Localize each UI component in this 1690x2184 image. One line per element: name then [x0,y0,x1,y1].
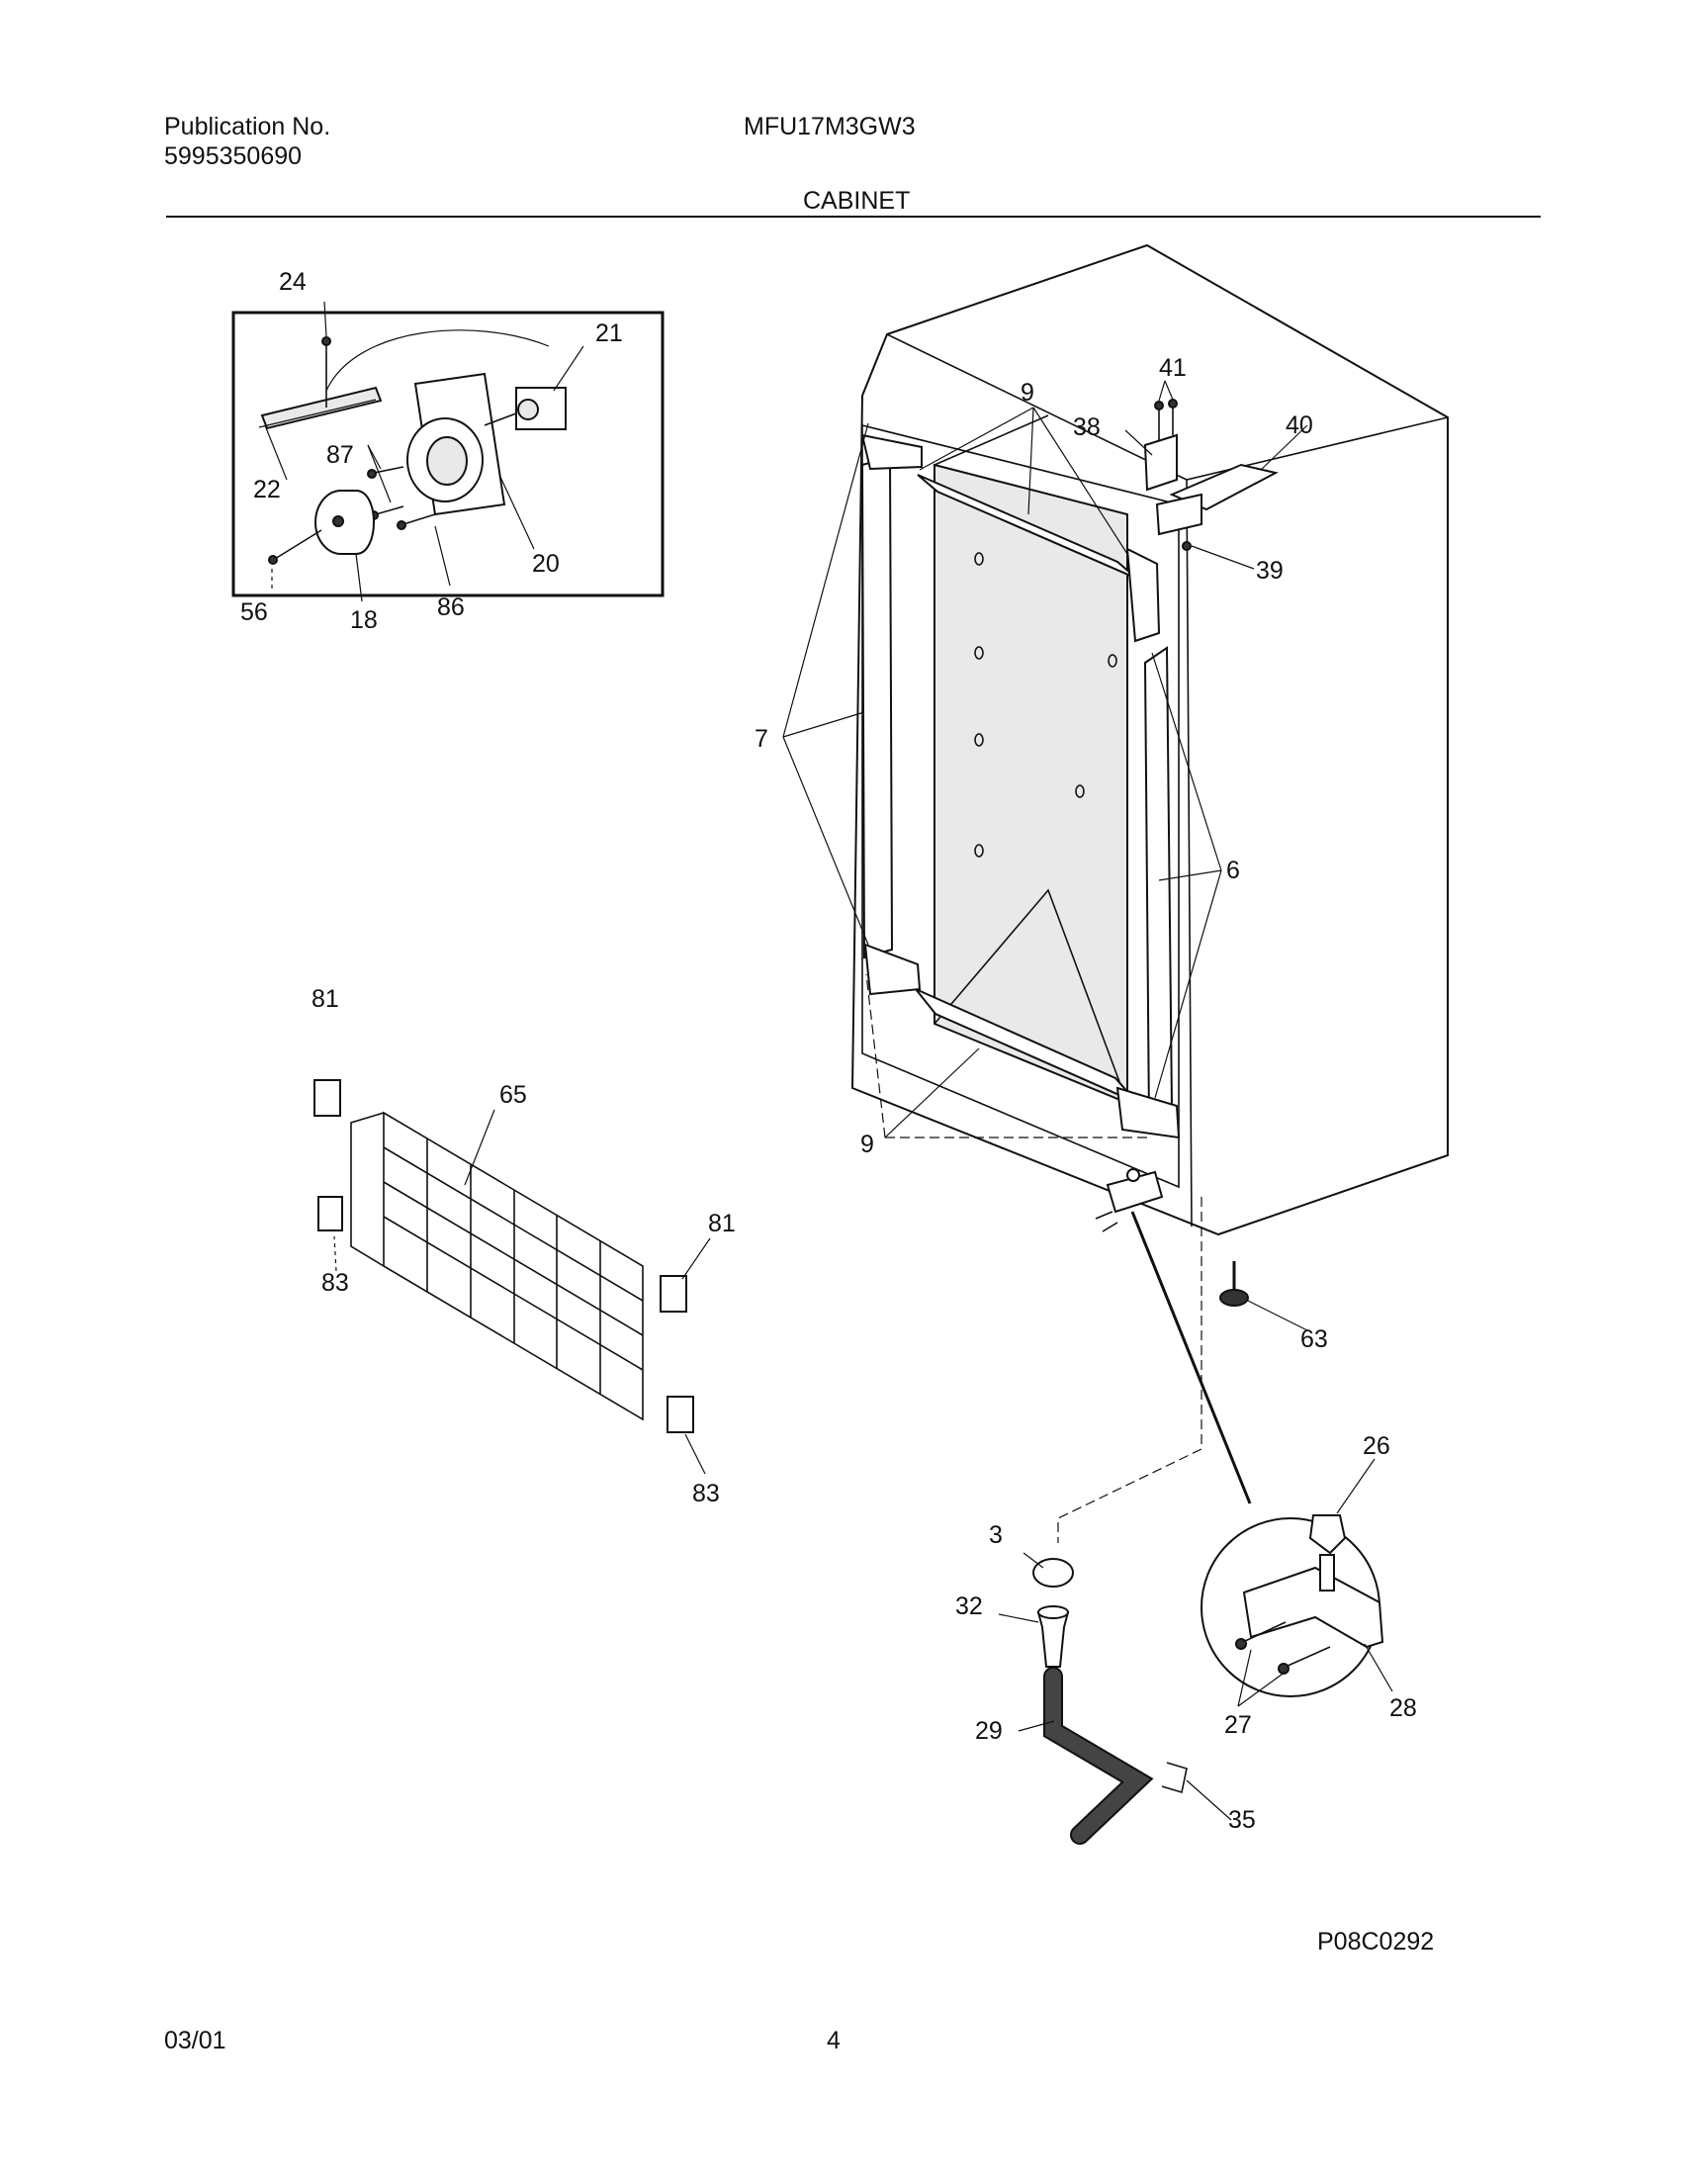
callout-38: 38 [1073,413,1101,441]
callout-9-bottom: 9 [860,1131,874,1158]
callout-29: 29 [975,1717,1003,1745]
callout-26: 26 [1363,1432,1390,1460]
leveling-leg [1219,1261,1308,1331]
wire-shelf-assembly [313,1079,711,1475]
callout-41: 41 [1159,354,1187,382]
drain-plug [1032,1558,1074,1588]
right-breaker-strip [1143,646,1174,1125]
callout-86: 86 [437,593,465,621]
callout-63: 63 [1300,1325,1328,1353]
callout-83-bottom: 83 [692,1480,720,1507]
hinge-pin [1319,1554,1335,1592]
inset-frame [231,311,665,597]
shelf-support-lower-left [317,1196,343,1231]
callout-22: 22 [253,476,281,503]
callout-27: 27 [1224,1711,1252,1739]
shelf-support-upper-left [313,1079,341,1117]
page-number: 4 [827,2027,841,2054]
capillary-bracket [260,386,383,430]
callout-32: 32 [955,1592,983,1620]
callout-18: 18 [350,606,378,634]
shelf-support-upper-right [660,1275,687,1313]
capillary-tube [325,329,550,392]
callout-3: 3 [989,1521,1003,1549]
breaker-leader-lines [782,407,1222,1138]
callout-39: 39 [1256,557,1284,585]
drain-assembly [998,1197,1232,1845]
left-breaker-strip [860,455,894,959]
publication-number: 5995350690 [164,142,303,170]
section-title: CABINET [803,187,911,215]
callout-83-left: 83 [321,1269,349,1297]
drain-trough [1036,1611,1070,1668]
shelf-support-lower-right [667,1396,694,1433]
callout-40: 40 [1286,411,1313,439]
callout-9-top: 9 [1021,379,1034,407]
callout-6: 6 [1226,857,1240,884]
callout-65: 65 [499,1081,527,1109]
callout-7: 7 [755,725,768,753]
callout-28: 28 [1389,1694,1417,1722]
callout-24: 24 [279,268,307,296]
hinge-pin-cap [1308,1514,1347,1555]
callout-87: 87 [326,441,354,469]
diagram-code: P08C0292 [1317,1928,1435,1956]
callout-20: 20 [532,550,560,578]
publication-label: Publication No. [164,113,331,140]
wire-shelf [383,1111,644,1421]
control-assembly-inset [231,301,665,602]
callout-81-top: 81 [311,985,339,1013]
liner-frame [861,423,1180,1189]
callout-35: 35 [1228,1806,1256,1834]
callout-21: 21 [595,319,623,347]
model-number: MFU17M3GW3 [744,113,916,140]
header-rule [166,216,1541,218]
callout-56: 56 [240,598,268,626]
drain-clip [1161,1762,1188,1794]
cabinet-body [850,243,1449,1236]
top-hinge-bracket [1143,433,1178,492]
callout-81-right: 81 [708,1210,736,1237]
bottom-hinge-assembly [1095,1168,1393,1707]
footer-date: 03/01 [164,2027,226,2054]
top-hinge-assembly [1124,380,1308,570]
